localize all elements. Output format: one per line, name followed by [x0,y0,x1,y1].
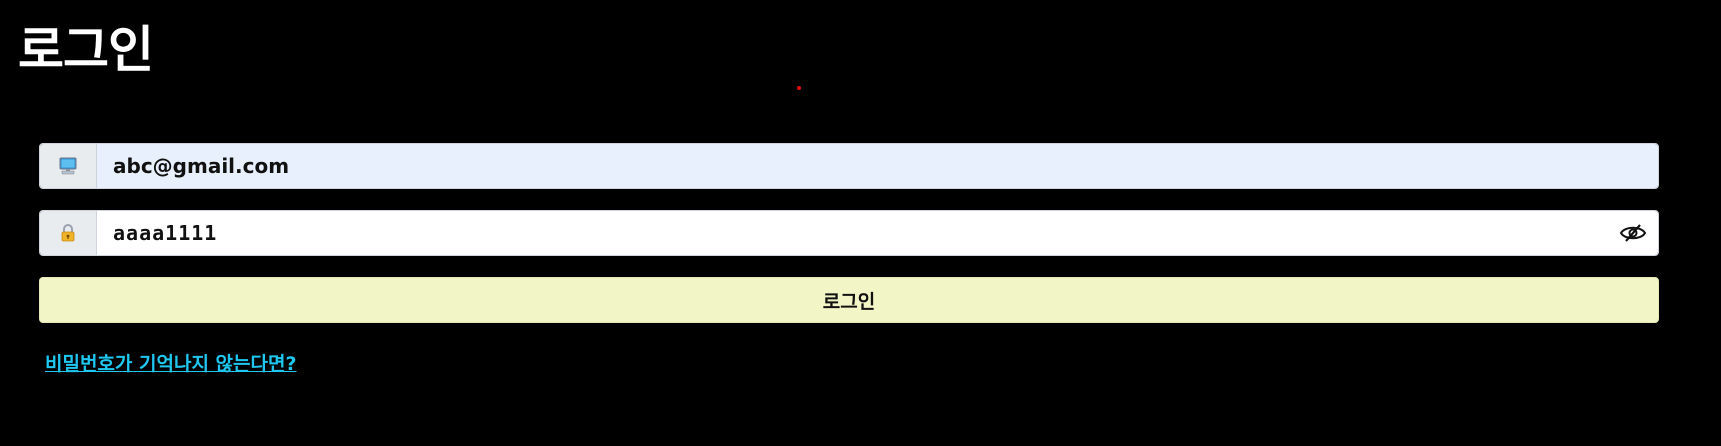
password-input[interactable] [97,211,1658,255]
forgot-password-link[interactable]: 비밀번호가 기억나지 않는다면? [45,353,297,375]
login-button[interactable]: 로그인 [39,277,1659,323]
login-form: 로그인 [39,143,1659,323]
computer-icon [40,144,97,188]
lock-icon [40,211,97,255]
page-title: 로그인 [18,21,154,79]
email-field-group [39,143,1659,189]
password-field-group [39,210,1659,256]
red-dot-marker [797,86,801,90]
email-input[interactable] [97,144,1658,188]
eye-slash-icon[interactable] [1618,222,1648,244]
